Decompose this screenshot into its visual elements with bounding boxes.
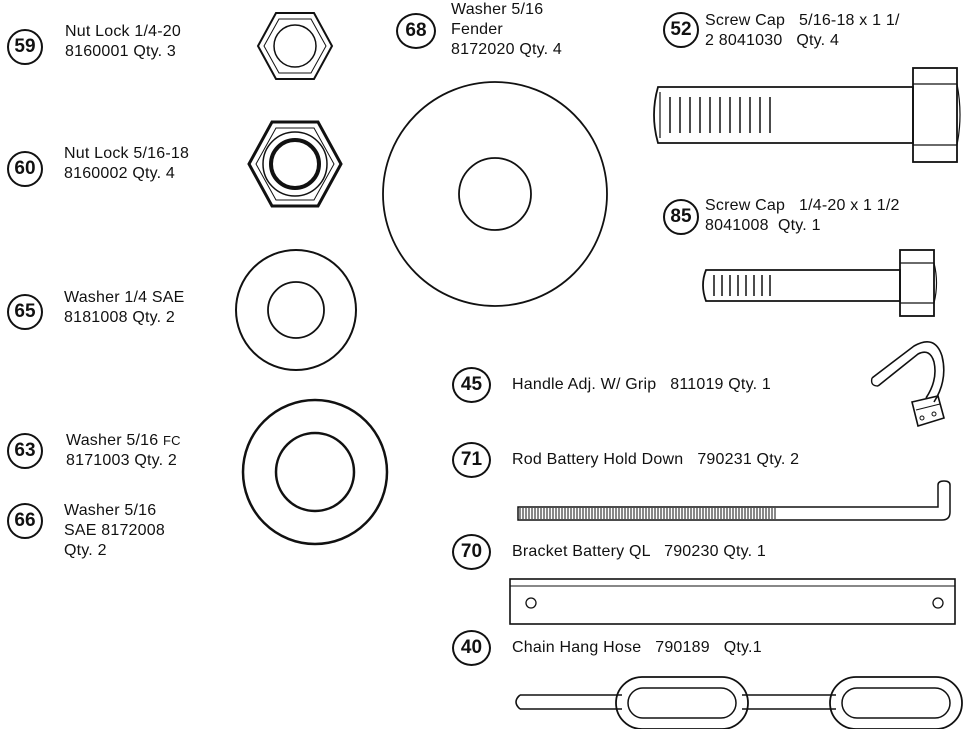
chain-drawing [515,676,963,729]
screw-cap-1-4-drawing [702,249,938,317]
part-label-66: Washer 5/16 SAE 8172008 Qty. 2 [64,501,165,561]
part-66-line-2: SAE 8172008 [64,522,165,539]
part-60-line-1: Nut Lock 5/16-18 [64,145,190,162]
part-65-line-2: 8181008 Qty. 2 [64,309,176,326]
part-badge-85: 85 [663,199,699,235]
part-52-line-1: Screw Cap 5/16-18 x 1 1/ [705,12,900,29]
part-68-line-3: 8172020 Qty. 4 [451,41,563,58]
part-badge-63: 63 [7,433,43,469]
part-63-suffix: FC [162,433,181,448]
part-63-line-1: Washer 5/16 [66,432,163,449]
part-label-59: Nut Lock 1/4-20 8160001 Qty. 3 [65,22,181,62]
part-badge-45: 45 [452,367,491,403]
part-label-68: Washer 5/16 Fender 8172020 Qty. 4 [451,0,562,60]
part-badge-66: 66 [7,503,43,539]
rod-battery-hold-down-drawing [517,480,951,521]
part-badge-60: 60 [7,151,43,187]
part-60-line-2: 8160002 Qty. 4 [64,165,176,182]
part-label-63: Washer 5/16 FC 8171003 Qty. 2 [66,431,181,471]
part-52-line-2: 2 8041030 Qty. 4 [705,32,840,49]
part-label-85: Screw Cap 1/4-20 x 1 1/2 8041008 Qty. 1 [705,196,900,236]
part-65-line-1: Washer 1/4 SAE [64,289,185,306]
nut-lock-5-16-drawing [247,120,343,208]
part-66-line-3: Qty. 2 [64,542,107,559]
part-59-line-1: Nut Lock 1/4-20 [65,23,181,40]
fender-washer-drawing [382,81,608,307]
washer-5-16-drawing [241,398,389,546]
part-badge-65: 65 [7,294,43,330]
part-badge-40: 40 [452,630,491,666]
part-59-line-2: 8160001 Qty. 3 [65,43,177,60]
part-label-71: Rod Battery Hold Down 790231 Qty. 2 [512,451,800,468]
bracket-battery-drawing [509,578,956,625]
part-label-60: Nut Lock 5/16-18 8160002 Qty. 4 [64,144,189,184]
washer-1-4-sae-drawing [235,249,357,371]
nut-lock-1-4-drawing [256,12,334,80]
part-label-45: Handle Adj. W/ Grip 811019 Qty. 1 [512,376,771,393]
part-badge-71: 71 [452,442,491,478]
part-63-line-2: 8171003 Qty. 2 [66,452,178,469]
part-68-line-1: Washer 5/16 [451,1,544,18]
part-badge-70: 70 [452,534,491,570]
part-label-65: Washer 1/4 SAE 8181008 Qty. 2 [64,288,184,328]
part-badge-52: 52 [663,12,699,48]
part-label-70: Bracket Battery QL 790230 Qty. 1 [512,543,767,560]
handle-adj-drawing [870,340,945,428]
screw-cap-5-16-drawing [653,67,961,163]
part-68-line-2: Fender [451,21,503,38]
part-badge-68: 68 [396,13,436,49]
part-label-40: Chain Hang Hose 790189 Qty.1 [512,639,762,656]
part-85-line-2: 8041008 Qty. 1 [705,217,821,234]
part-badge-59: 59 [7,29,43,65]
part-85-line-1: Screw Cap 1/4-20 x 1 1/2 [705,197,900,214]
part-label-52: Screw Cap 5/16-18 x 1 1/ 2 8041030 Qty. … [705,11,900,51]
part-66-line-1: Washer 5/16 [64,502,157,519]
